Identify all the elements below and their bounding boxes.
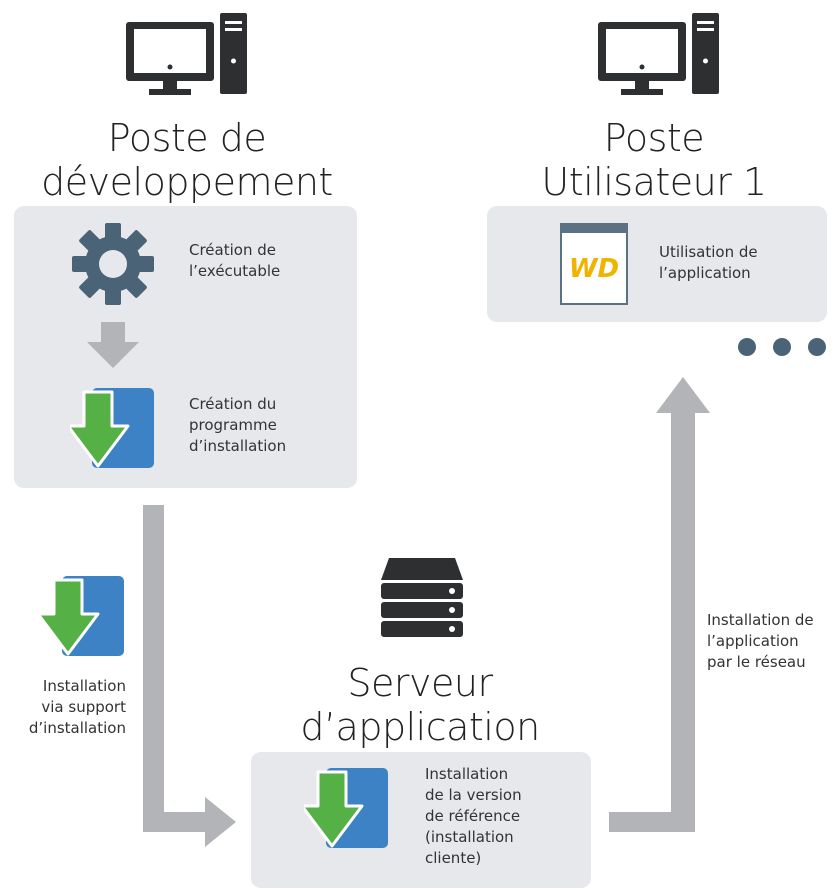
install-package-icon (304, 768, 388, 848)
step-create-executable-label: Création de l’exécutable (189, 241, 281, 280)
user-station-title: Poste Utilisateur 1 (541, 116, 767, 204)
svg-text:WD: WD (569, 254, 619, 284)
desktop-computer-icon (598, 13, 719, 95)
arrow-dev-to-server (143, 505, 236, 847)
install-package-icon (40, 576, 124, 656)
support-install-label: Installation via support d’installation (28, 677, 126, 737)
desktop-computer-icon (126, 13, 247, 95)
app-server-title: Serveur d’application (300, 661, 540, 749)
gear-icon (72, 223, 154, 305)
step-reference-install-label: Installation de la version de référence … (425, 765, 522, 867)
down-arrow-icon (87, 322, 139, 368)
step-create-installer-label: Création du programme d’installation (189, 395, 287, 455)
more-stations-dots-icon (738, 338, 826, 356)
dev-station-title: Poste de développement (41, 116, 333, 204)
user-station-panel (487, 206, 827, 322)
step-use-application-label: Utilisation de l’application (659, 243, 758, 282)
arrow-server-to-user (609, 377, 710, 832)
dev-station-panel (14, 206, 357, 488)
network-install-label: Installation de l’application par le rés… (707, 611, 814, 671)
server-rack-icon (381, 558, 463, 637)
install-package-icon (70, 388, 154, 468)
wd-application-icon: WD (560, 223, 628, 305)
app-server-panel (251, 752, 591, 888)
